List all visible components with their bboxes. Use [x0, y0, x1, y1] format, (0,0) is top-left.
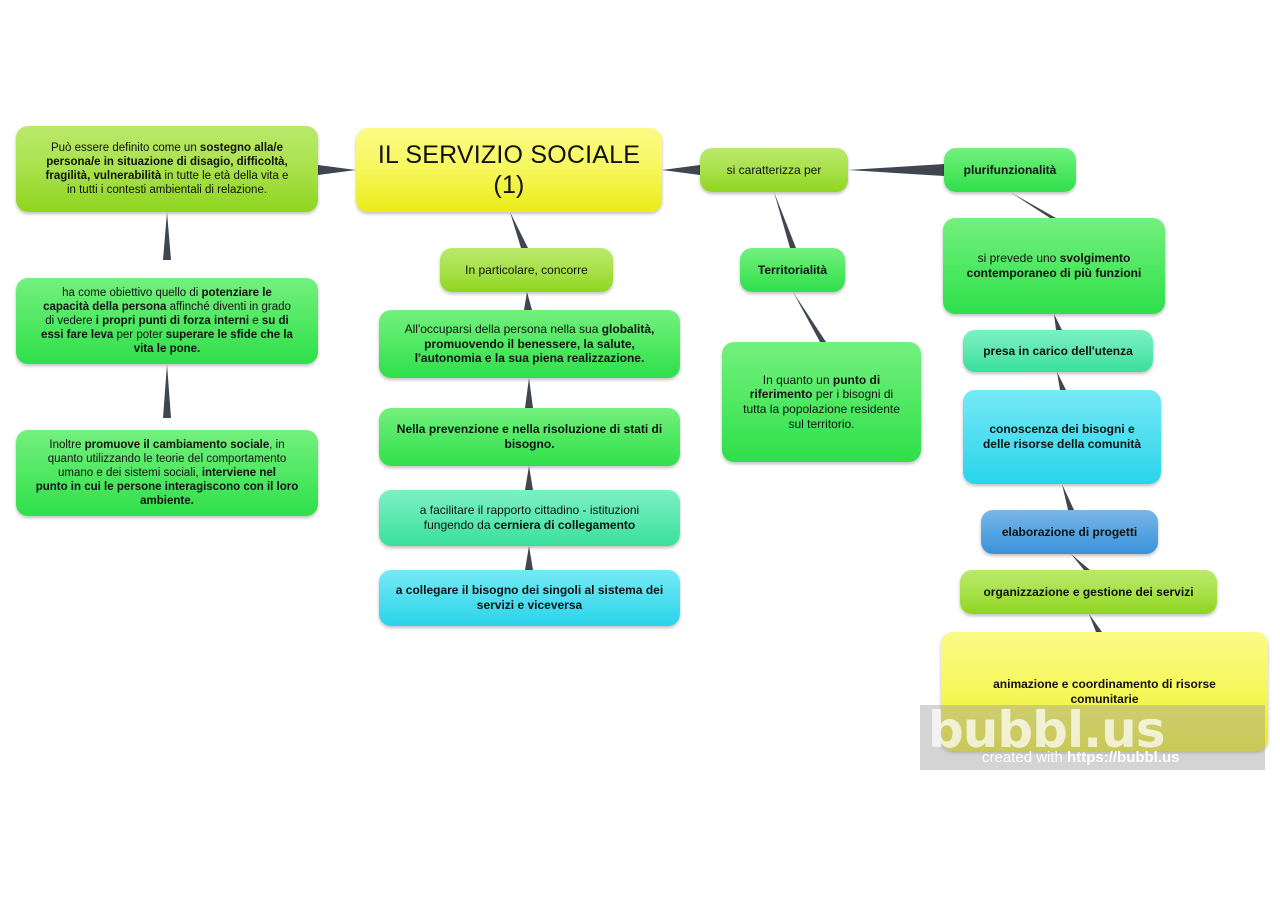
node-root-label: IL SERVIZIO SOCIALE(1) — [377, 140, 641, 200]
edge-mid1-to-mid2 — [524, 292, 532, 310]
node-plurifunzionalita[interactable]: plurifunzionalità — [944, 148, 1076, 192]
edge-mid2-to-mid3 — [525, 378, 533, 408]
edge-left1-to-left2 — [163, 212, 171, 260]
node-mid-collegare-label: a collegare il bisogno dei singoli al si… — [395, 583, 664, 612]
node-mid-in-particolare[interactable]: In particolare, concorre — [440, 248, 613, 292]
node-left-definition[interactable]: Può essere definito come un sostegno all… — [16, 126, 318, 212]
node-mid-collegare[interactable]: a collegare il bisogno dei singoli al si… — [379, 570, 680, 626]
node-root[interactable]: IL SERVIZIO SOCIALE(1) — [356, 128, 662, 212]
node-territorialita[interactable]: Territorialità — [740, 248, 845, 292]
watermark-caption-url: https://bubbl.us — [1067, 749, 1180, 766]
edge-car2-to-car3 — [793, 292, 826, 342]
node-elaborazione-progetti[interactable]: elaborazione di progetti — [981, 510, 1158, 554]
node-organizzazione-gestione-label: organizzazione e gestione dei servizi — [983, 584, 1194, 599]
node-mid-cerniera[interactable]: a facilitare il rapporto cittadino - ist… — [379, 490, 680, 546]
node-si-caratterizza-per[interactable]: si caratterizza per — [700, 148, 848, 192]
edge-right2-to-right3 — [1054, 314, 1062, 330]
edge-root-to-mid1 — [510, 212, 528, 248]
node-presa-in-carico[interactable]: presa in carico dell'utenza — [963, 330, 1153, 372]
node-elaborazione-progetti-label: elaborazione di progetti — [1001, 524, 1138, 539]
edge-right1-to-right2 — [1010, 192, 1056, 218]
edge-right6-to-right7 — [1089, 614, 1102, 632]
node-left-cambiamento-label: Inoltre promuove il cambiamento sociale,… — [35, 438, 299, 508]
node-mid-cerniera-label: a facilitare il rapporto cittadino - ist… — [419, 503, 640, 532]
edge-mid4-to-mid5 — [525, 546, 533, 570]
node-mid-prevenzione[interactable]: Nella prevenzione e nella risoluzione di… — [379, 408, 680, 466]
node-mid-prevenzione-label: Nella prevenzione e nella risoluzione di… — [396, 422, 663, 451]
node-plurifunzionalita-label: plurifunzionalità — [963, 162, 1057, 177]
edge-left2-to-left3 — [163, 364, 171, 418]
node-left-definition-label: Può essere definito come un sostegno all… — [45, 141, 289, 197]
edge-mid3-to-mid4 — [525, 466, 533, 490]
node-mid-globalita-label: All'occuparsi della persona nella sua gl… — [404, 322, 655, 366]
watermark-caption-prefix: created with — [982, 749, 1068, 766]
watermark-caption: created with https://bubbl.us — [982, 749, 1180, 766]
edge-car1-to-right1 — [848, 164, 944, 176]
edge-right4-to-right5 — [1062, 484, 1074, 510]
edge-car1-to-car2 — [774, 192, 796, 248]
node-mid-in-particolare-label: In particolare, concorre — [465, 262, 588, 277]
node-si-caratterizza-per-label: si caratterizza per — [726, 162, 822, 177]
edge-root-to-left1 — [318, 165, 356, 175]
node-left-obiettivo[interactable]: ha come obiettivo quello di potenziare l… — [16, 278, 318, 364]
node-left-obiettivo-label: ha come obiettivo quello di potenziare l… — [41, 286, 293, 356]
node-organizzazione-gestione[interactable]: organizzazione e gestione dei servizi — [960, 570, 1217, 614]
edge-root-to-car1 — [662, 165, 700, 175]
edge-right3-to-right4 — [1057, 372, 1066, 390]
node-left-cambiamento[interactable]: Inoltre promuove il cambiamento sociale,… — [16, 430, 318, 516]
edge-right5-to-right6 — [1071, 554, 1090, 570]
node-territorialita-label: Territorialità — [757, 262, 828, 277]
node-mid-globalita[interactable]: All'occuparsi della persona nella sua gl… — [379, 310, 680, 378]
node-presa-in-carico-label: presa in carico dell'utenza — [983, 343, 1133, 358]
